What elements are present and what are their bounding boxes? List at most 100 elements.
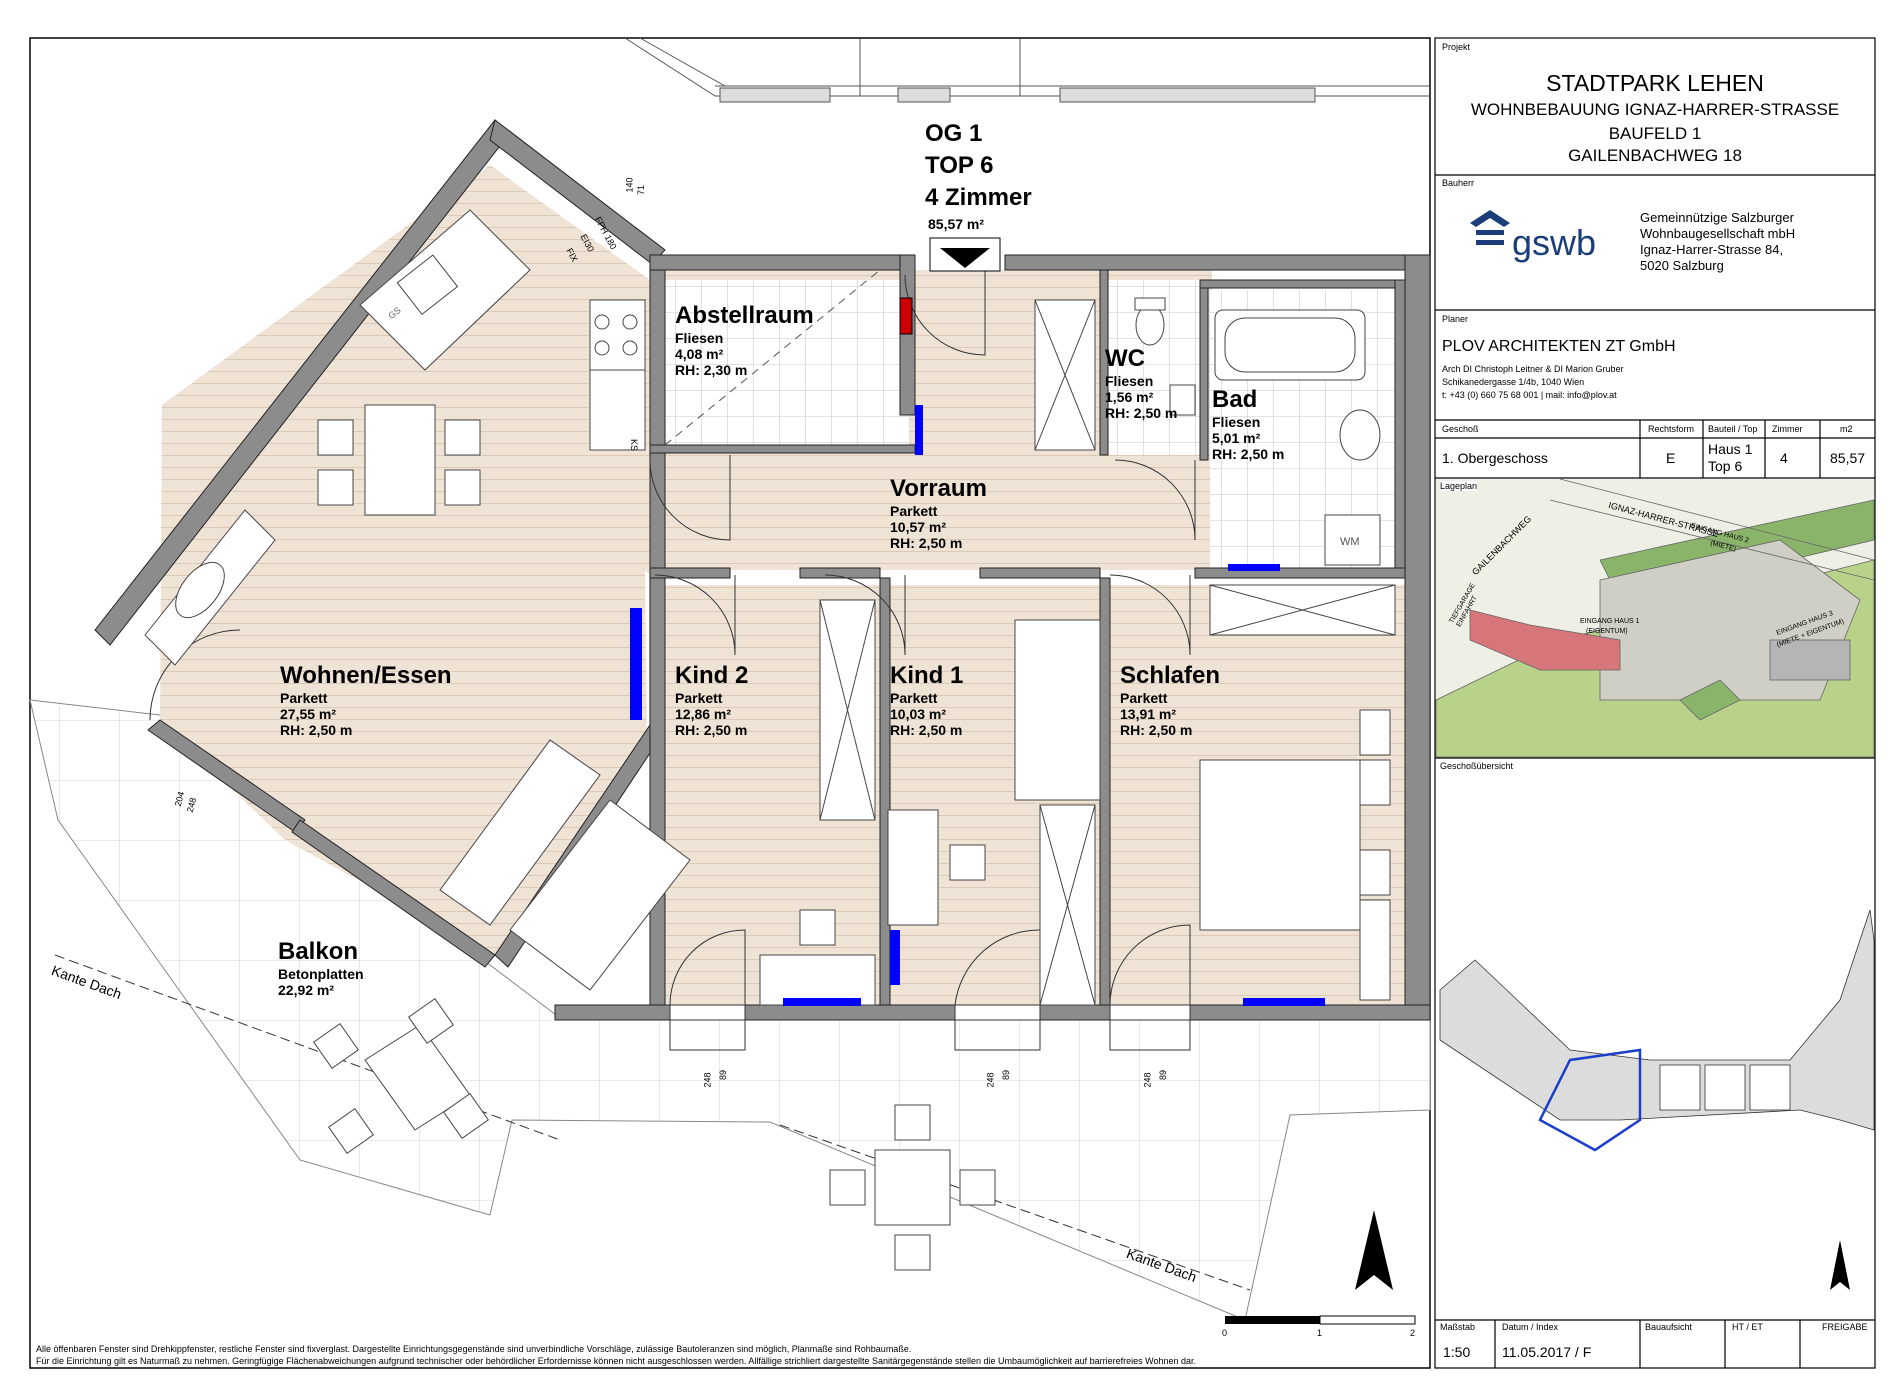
room-area: 5,01 m² [1212,430,1261,446]
room-balkon: Balkon Betonplatten 22,92 m² [278,938,364,998]
bauherr-label: Bauherr [1442,178,1475,188]
room-name: Bad [1212,386,1258,413]
dim-89-a: 89 [718,1069,729,1081]
architect-line-1: Arch DI Christoph Leitner & DI Marion Gr… [1442,364,1624,374]
th-geschoss: Geschoß [1442,424,1479,434]
geschoss-overview-label: Geschoßübersicht [1440,761,1514,771]
fh-ht-et: HT / ET [1732,1322,1763,1332]
entry-arrow [940,248,990,268]
site-plan [1435,478,1875,758]
scale-tick-1: 1 [1317,1328,1323,1338]
th-bauteil: Bauteil / Top [1708,424,1758,434]
room-floor: Parkett [890,690,938,706]
project-line-4: GAILENBACHWEG 18 [1568,146,1742,165]
note-line-1: Alle öffenbaren Fenster sind Drehkippfen… [36,1344,912,1354]
room-name: Kind 1 [890,662,964,689]
fh-bauaufsicht: Bauaufsicht [1645,1322,1693,1332]
architect-line-3: t: +43 (0) 660 75 68 001 | mail: info@pl… [1442,390,1617,400]
abstellraum-floor [665,280,910,450]
floor-overview [1439,909,1875,1152]
room-area: 22,92 m² [278,982,335,998]
td-bauteil-2: Top 6 [1708,458,1743,474]
fh-freigabe: FREIGABE [1822,1322,1868,1332]
heaters [630,405,1325,1006]
fh-datum: Datum / Index [1502,1322,1559,1332]
room-area: 13,91 m² [1120,706,1177,722]
dim-248-b: 248 [985,1072,996,1088]
room-name: Wohnen/Essen [280,662,452,689]
furniture-rooms [759,619,1391,1006]
room-height: RH: 2,50 m [1212,446,1285,462]
room-name: Abstellraum [675,302,814,329]
room-area: 1,56 m² [1105,389,1154,405]
room-height: RH: 2,50 m [1105,405,1178,421]
th-m2: m2 [1840,424,1853,434]
room-name: Vorraum [890,475,987,502]
client-line-4: 5020 Salzburg [1640,258,1724,273]
gswb-logo-mark [1470,210,1510,227]
kitchen [359,209,646,451]
dining-set [317,404,481,516]
room-floor: Parkett [280,690,328,706]
dim-248-a: 248 [702,1072,713,1088]
client-line-3: Ignaz-Harrer-Strasse 84, [1640,242,1784,257]
washing-machine-label: WM [1340,536,1360,548]
room-area: 12,86 m² [675,706,732,722]
project-line-3: BAUFELD 1 [1608,124,1702,143]
td-zimmer: 4 [1780,450,1788,466]
walls [94,119,1431,1021]
room-floor: Fliesen [675,330,724,346]
north-arrow-small [1830,1240,1850,1290]
site-eigentum: (EIGENTUM) [1586,628,1628,635]
dim-89-c: 89 [1158,1069,1169,1081]
room-floor: Fliesen [1105,373,1154,389]
room-area: 4,08 m² [675,346,724,362]
unit-area: 85,57 m² [928,216,985,232]
th-rechtsform: Rechtsform [1648,424,1695,434]
room-schlafen: Schlafen Parkett 13,91 m² RH: 2,50 m [1120,662,1220,738]
fh-massstab: Maßstab [1440,1322,1476,1332]
note-line-2: Für die Einrichtung gilt es Naturmaß zu … [36,1356,1196,1366]
project-line-2: WOHNBEBAUUNG IGNAZ-HARRER-STRASSE [1470,100,1840,119]
room-floor: Parkett [890,503,938,519]
electric-box [899,297,913,335]
room-floor: Parkett [675,690,723,706]
td-rechtsform: E [1666,450,1676,466]
fv-datum: 11.05.2017 / F [1502,1344,1592,1360]
lageplan-label: Lageplan [1440,481,1478,491]
sofas [439,739,691,991]
roof-edge-right [779,1124,1251,1291]
client-line-1: Gemeinnützige Salzburger [1640,210,1794,225]
dim-71: 71 [636,184,647,196]
scale-tick-2: 2 [1410,1328,1416,1338]
windows [669,1004,1191,1051]
balcony-furniture [313,998,996,1271]
room-name: Balkon [278,938,359,965]
room-name: Schlafen [1120,662,1221,689]
fv-massstab: 1:50 [1443,1344,1471,1360]
projekt-label: Projekt [1442,42,1471,52]
room-height: RH: 2,30 m [675,362,748,378]
room-kind1: Kind 1 Parkett 10,03 m² RH: 2,50 m [890,662,963,738]
site-eingang-haus1: EINGANG HAUS 1 [1580,618,1640,625]
room-height: RH: 2,50 m [890,722,963,738]
title-block-frame [1434,37,1876,1369]
room-abstellraum: Abstellraum Fliesen 4,08 m² RH: 2,30 m [675,302,814,378]
room-height: RH: 2,50 m [1120,722,1193,738]
room-area: 10,57 m² [890,519,947,535]
top-label: TOP 6 [925,152,994,179]
storage-diagonal [664,269,881,446]
room-floor: Fliesen [1212,414,1261,430]
floor-label: OG 1 [925,120,983,147]
room-height: RH: 2,50 m [280,722,353,738]
facade-top [624,37,1430,103]
fridge-label: KS [629,438,640,452]
architect-name: PLOV ARCHITEKTEN ZT GmbH [1442,338,1676,355]
room-name: Kind 2 [675,662,749,689]
td-m2: 85,57 [1830,450,1866,466]
architect-line-2: Schikanedergasse 1/4b, 1040 Wien [1442,377,1585,387]
room-floor: Betonplatten [278,966,364,982]
room-floor: Parkett [1120,690,1168,706]
th-zimmer: Zimmer [1772,424,1803,434]
